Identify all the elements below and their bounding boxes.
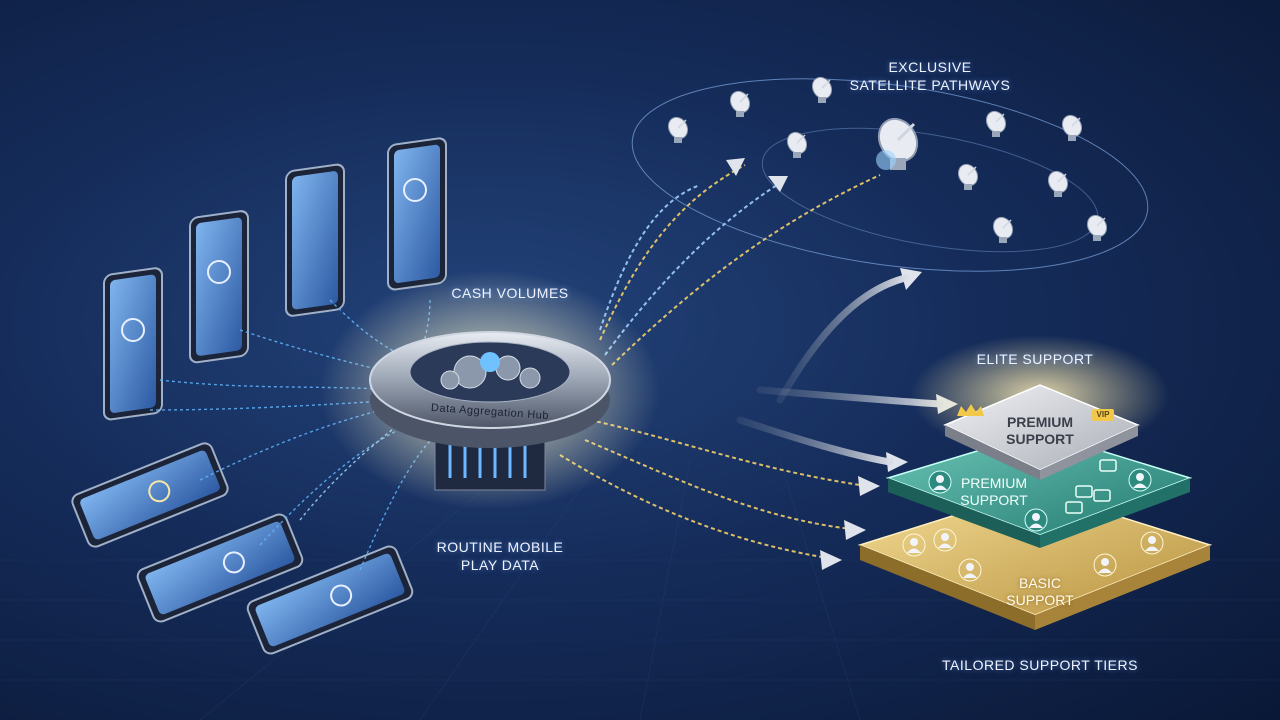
arrow-icon bbox=[844, 520, 866, 540]
gear-icon bbox=[440, 355, 541, 390]
satellite-dish-icon bbox=[1057, 111, 1087, 142]
chat-bubble-icon bbox=[1075, 485, 1093, 498]
smartphone-icon bbox=[136, 513, 304, 623]
grey-arrow-shafts bbox=[736, 274, 944, 466]
tier-bottom-line2: SUPPORT bbox=[1006, 592, 1074, 608]
vip-badge-shape bbox=[1092, 409, 1114, 421]
routine-label-line2: Play Data bbox=[460, 557, 540, 573]
smartphone-icon bbox=[189, 210, 249, 364]
smartphone-icon bbox=[285, 163, 345, 317]
tier-top-line1: PREMIUM bbox=[1006, 414, 1074, 430]
satellite-label-line2: Satellite Pathways bbox=[849, 77, 1011, 93]
tier-middle-line2: SUPPORT bbox=[960, 492, 1028, 508]
chat-bubble-icons bbox=[1065, 459, 1117, 514]
arrow-icons bbox=[726, 158, 958, 570]
routine-label-line1: Routine Mobile bbox=[436, 539, 564, 555]
satellite-dish-icon bbox=[1043, 167, 1073, 198]
satellite-dish-icons bbox=[663, 73, 1112, 244]
satellite-dish-icon bbox=[981, 107, 1011, 138]
smartphone-icon bbox=[71, 442, 229, 548]
arrow-icon bbox=[886, 452, 908, 472]
support-tiers bbox=[857, 335, 1213, 630]
arrow-icon bbox=[900, 268, 922, 290]
satellite-dish-icon bbox=[1082, 211, 1112, 242]
smartphone-icon bbox=[103, 267, 163, 421]
tier-bottom-label: BASIC SUPPORT bbox=[990, 575, 1090, 609]
satellite-dish-icon bbox=[663, 113, 693, 144]
satellite-dish-icon bbox=[953, 160, 983, 191]
satellite-pathways-label: Exclusive Satellite Pathways bbox=[830, 58, 1030, 94]
satellite-dish-icon bbox=[988, 213, 1018, 244]
data-aggregation-hub bbox=[320, 270, 660, 510]
elite-support-label: Elite Support bbox=[976, 351, 1094, 367]
chat-bubble-icon bbox=[1099, 459, 1117, 472]
arrow-icon bbox=[768, 176, 788, 192]
routine-mobile-play-data-label: Routine Mobile Play Data bbox=[420, 538, 580, 574]
chat-bubble-icon bbox=[1093, 489, 1111, 502]
smartphone-icon bbox=[246, 545, 414, 655]
cash-volumes-label: Cash Volumes bbox=[451, 285, 569, 301]
tier-middle-label: PREMIUM SUPPORT bbox=[944, 475, 1044, 509]
arrow-icon bbox=[726, 158, 745, 176]
tailored-support-tiers-label: Tailored Support Tiers bbox=[942, 657, 1138, 673]
chat-bubble-icon bbox=[1065, 501, 1083, 514]
arrow-icon bbox=[858, 476, 880, 496]
vip-badge: VIP bbox=[1096, 410, 1110, 419]
satellite-dish-icon bbox=[725, 87, 755, 118]
tier-top-line2: SUPPORT bbox=[1006, 431, 1074, 447]
user-icons bbox=[902, 468, 1164, 582]
arrow-icon bbox=[820, 550, 842, 570]
tier-middle-line1: PREMIUM bbox=[960, 475, 1028, 491]
smartphone-icon bbox=[387, 137, 447, 291]
tier-top-label: PREMIUM SUPPORT bbox=[990, 414, 1090, 448]
crown-icon bbox=[957, 404, 984, 416]
tier-bottom-line1: BASIC bbox=[1018, 575, 1061, 591]
satellite-label-line1: Exclusive bbox=[888, 59, 972, 75]
smartphone-icons bbox=[71, 137, 447, 655]
